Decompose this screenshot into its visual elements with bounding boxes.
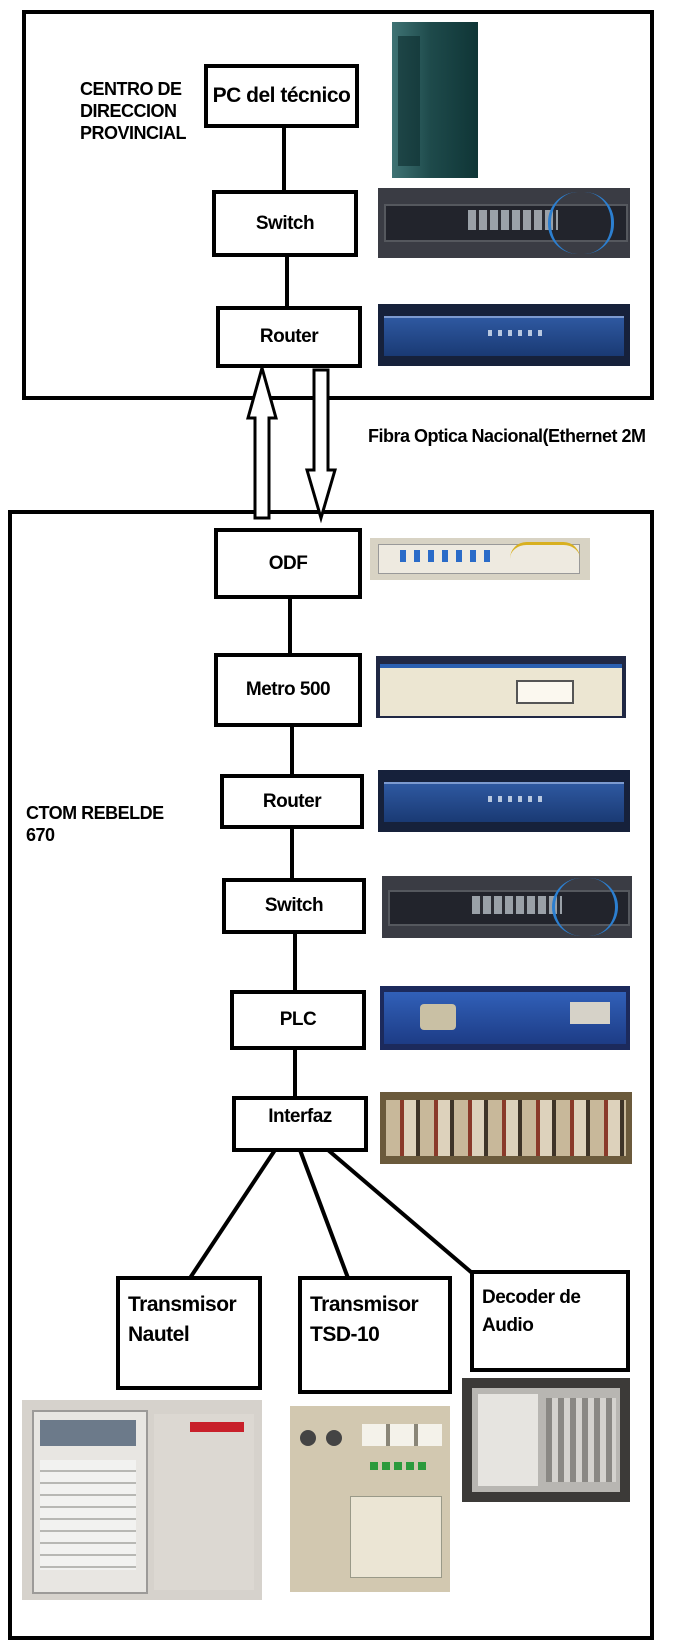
switch-top-node: Switch: [212, 190, 358, 257]
downlink-arrow: [305, 368, 337, 524]
link-interfaz-decoder: [326, 1148, 480, 1280]
router-rack-photo-top: [378, 304, 630, 366]
uplink-arrow: [246, 362, 278, 520]
switch-rack-photo-bottom: [382, 876, 632, 938]
ctom-site-label: CTOM REBELDE 670: [26, 803, 164, 845]
metro-500-photo: [376, 656, 626, 718]
transmisor-nautel-node: Transmisor Nautel: [116, 1276, 262, 1390]
decoder-audio-node: Decoder de Audio: [470, 1270, 630, 1372]
pc-tower-photo: [392, 22, 478, 178]
transmisor-tsd10-node: Transmisor TSD-10: [298, 1276, 452, 1394]
router-top-node: Router: [216, 306, 362, 368]
switch-rack-photo-top: [378, 188, 630, 258]
provincial-center-label: CENTRO DE DIRECCION PROVINCIAL: [80, 79, 187, 143]
decoder-audio-photo: [462, 1378, 630, 1502]
router-rack-photo-bottom: [378, 770, 630, 832]
pc-technician-node: PC del técnico: [204, 64, 359, 128]
transmitter-tsd10-photo: [290, 1406, 450, 1592]
transmitter-nautel-photo: [22, 1400, 262, 1600]
router-bottom-node: Router: [220, 774, 364, 829]
odf-node: ODF: [214, 528, 362, 599]
odf-panel-photo: [370, 538, 590, 580]
switch-bottom-node: Switch: [222, 878, 366, 934]
plc-rack-photo: [380, 986, 630, 1050]
link-interfaz-tsd: [298, 1149, 350, 1279]
interfaz-node: Interfaz: [232, 1096, 368, 1152]
metro-500-node: Metro 500: [214, 653, 362, 727]
fiber-link-label: Fibra Optica Nacional(Ethernet 2M: [368, 426, 646, 446]
plc-node: PLC: [230, 990, 366, 1050]
interface-board-photo: [380, 1092, 632, 1164]
link-interfaz-nautel: [188, 1148, 277, 1280]
